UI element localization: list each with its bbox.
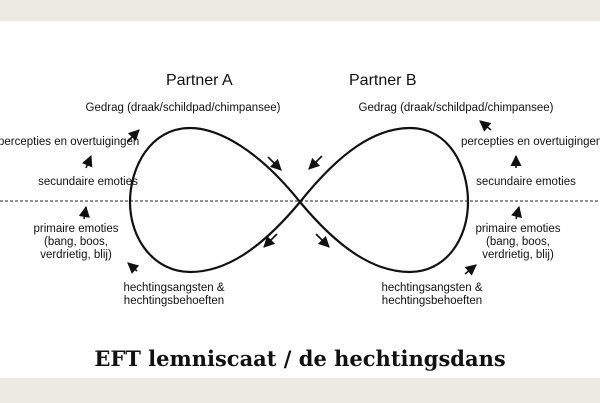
partner-a-attachment-line2: hechtingsbehoeften bbox=[123, 295, 225, 307]
partner-a-heading: Partner A bbox=[166, 72, 233, 89]
partner-b-primary-line3: verdrietig, blij) bbox=[482, 249, 554, 261]
left-arrow-to-primary bbox=[127, 262, 140, 274]
partner-a-primary-emotions-label: primaire emoties (bang, boos, verdrietig… bbox=[16, 223, 136, 262]
partner-a-attachment-line1: hechtingsangsten & bbox=[123, 282, 225, 294]
inner-arrow-top-left bbox=[267, 156, 282, 171]
inner-arrow-bottom-right bbox=[315, 233, 330, 248]
diagram-title: EFT lemniscaat / de hechtingsdans bbox=[94, 346, 506, 371]
partner-b-attachment-line2: hechtingsbehoeften bbox=[381, 295, 483, 307]
left-arrow-to-secondary bbox=[78, 205, 90, 220]
partner-b-primary-line1: primaire emoties bbox=[475, 223, 561, 235]
bottom-band bbox=[0, 378, 600, 403]
partner-b-heading: Partner B bbox=[349, 72, 417, 89]
partner-a-secondary-emotions-label: secundaire emoties bbox=[38, 176, 138, 188]
left-arrow-to-behavior bbox=[127, 129, 140, 142]
right-arrow-to-secondary bbox=[511, 205, 522, 220]
partner-a-primary-line3: verdrietig, blij) bbox=[40, 249, 112, 261]
partner-b-primary-line2: (bang, boos, bbox=[486, 236, 550, 248]
right-arrow-to-behavior bbox=[479, 120, 492, 132]
inner-arrow-bottom-left bbox=[263, 233, 278, 248]
inner-arrow-top-right bbox=[308, 155, 323, 170]
partner-b-behavior-label: Gedrag (draak/schildpad/chimpansee) bbox=[358, 102, 554, 114]
partner-b-perceptions-label: percepties en overtuigingen bbox=[461, 136, 600, 148]
partner-a-behavior-label: Gedrag (draak/schildpad/chimpansee) bbox=[85, 102, 281, 114]
right-arrow-to-primary bbox=[464, 264, 477, 276]
partner-a-attachment-label: hechtingsangsten & hechtingsbehoeften bbox=[104, 282, 244, 308]
partner-a-primary-line2: (bang, boos, bbox=[44, 236, 108, 248]
partner-a-perceptions-label: percepties en overtuigingen bbox=[0, 136, 140, 148]
left-arrow-to-perceptions bbox=[81, 154, 93, 169]
partner-b-attachment-label: hechtingsangsten & hechtingsbehoeften bbox=[362, 282, 502, 308]
lemniscate-curve bbox=[128, 126, 470, 274]
partner-a-primary-line1: primaire emoties bbox=[33, 223, 119, 235]
partner-b-attachment-line1: hechtingsangsten & bbox=[381, 282, 483, 294]
diagram-canvas bbox=[0, 21, 600, 378]
partner-b-secondary-emotions-label: secundaire emoties bbox=[476, 176, 576, 188]
partner-b-primary-emotions-label: primaire emoties (bang, boos, verdrietig… bbox=[458, 223, 578, 262]
